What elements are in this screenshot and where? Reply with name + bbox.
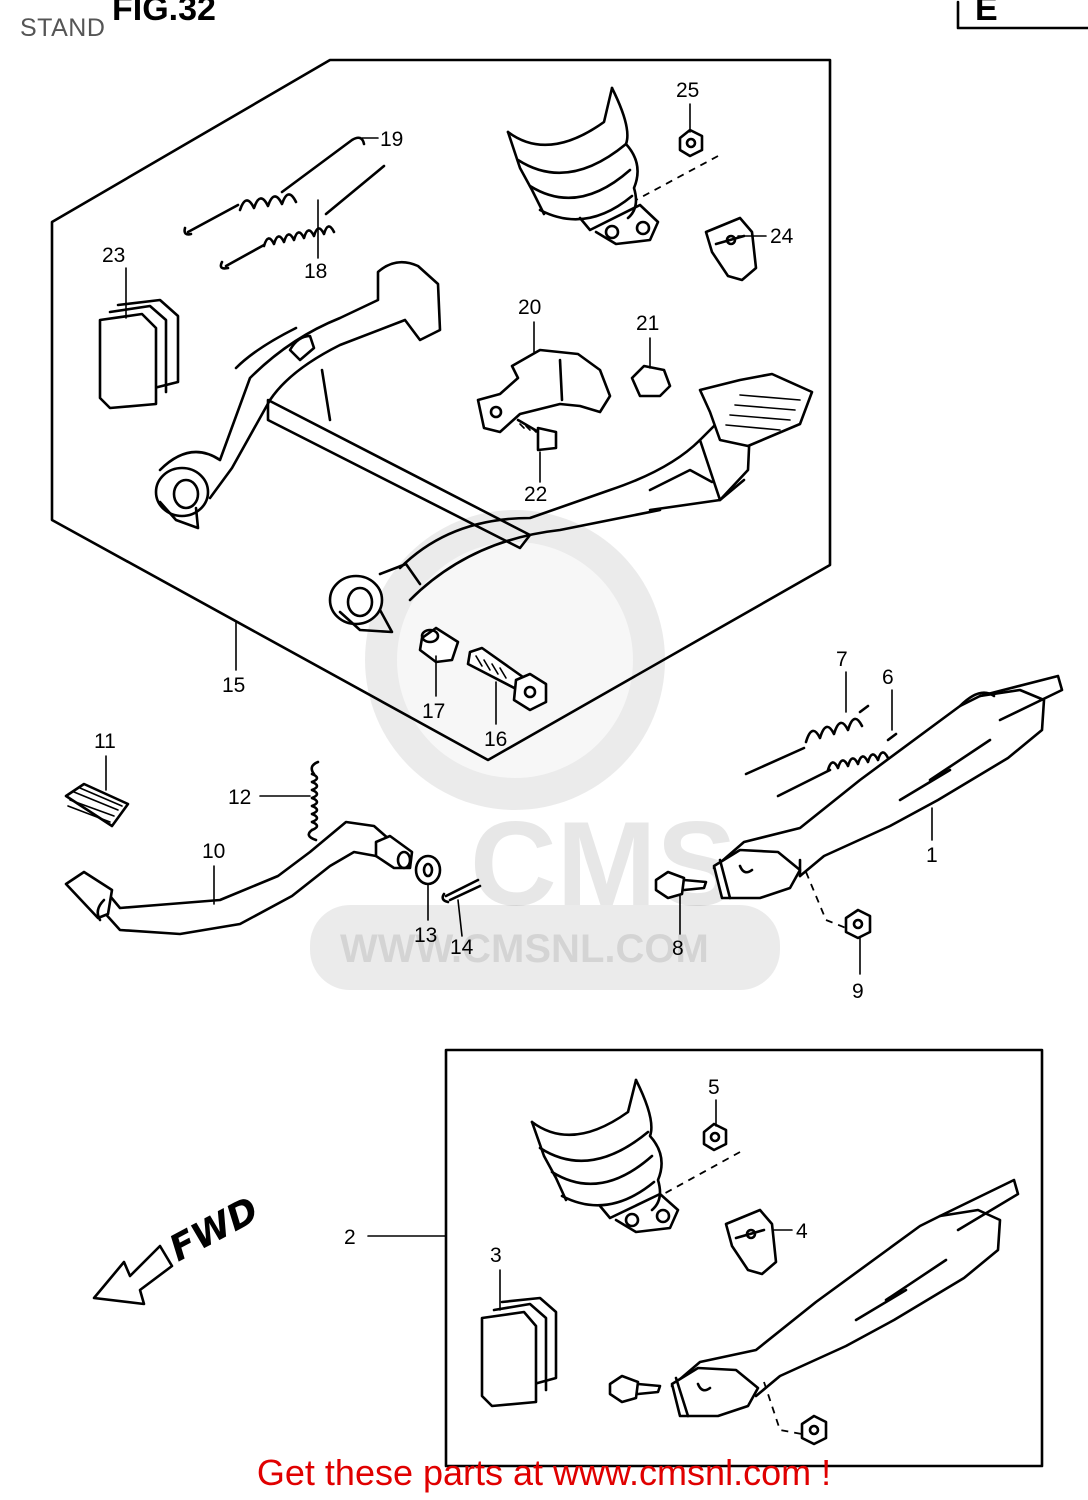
nut-5 <box>702 1122 728 1152</box>
clip-24 <box>704 216 758 282</box>
callout-4: 4 <box>796 1220 808 1243</box>
forward-arrow: FWD <box>92 1190 265 1306</box>
callout-8: 8 <box>672 937 684 960</box>
callout-2: 2 <box>344 1226 356 1249</box>
spring-18 <box>219 164 386 270</box>
leader-25-dash <box>635 155 719 201</box>
callout-23: 23 <box>102 244 125 267</box>
watermark-url: WWW.CMSNL.COM <box>340 927 709 971</box>
brake-lever-10 <box>64 820 414 936</box>
callout-6: 6 <box>882 666 894 689</box>
callout-3: 3 <box>490 1244 502 1267</box>
clip-4 <box>724 1208 778 1276</box>
side-stand-lower <box>670 1178 1020 1418</box>
callout-14: 14 <box>450 936 474 959</box>
header-code: E <box>975 0 998 28</box>
watermark-brand: CMS <box>470 797 737 931</box>
callout-5: 5 <box>708 1076 720 1099</box>
callout-7: 7 <box>836 648 848 671</box>
callout-12: 12 <box>228 786 251 809</box>
callout-9: 9 <box>852 980 864 1003</box>
callout-11: 11 <box>94 730 116 753</box>
main-stand-15 <box>154 260 814 634</box>
nut-lower <box>800 1414 828 1446</box>
spring-6 <box>776 732 898 798</box>
bolt-8 <box>654 870 708 900</box>
figure-number: FIG.32 <box>112 0 216 28</box>
callout-19: 19 <box>380 128 403 151</box>
leader-lower-nut-dash <box>763 1381 803 1435</box>
rubber-pad-23 <box>98 298 180 410</box>
spring-12 <box>307 760 320 842</box>
spring-11 <box>64 782 130 828</box>
assembly-box-2 <box>444 1048 1044 1468</box>
leader-lines <box>105 103 933 1311</box>
nut-9 <box>844 908 872 940</box>
assembly-box-15 <box>50 58 832 762</box>
bolt-22 <box>516 418 558 452</box>
callout-1: 1 <box>926 844 938 867</box>
spring-19 <box>183 136 366 236</box>
callout-13: 13 <box>414 924 437 947</box>
bolt-16 <box>466 646 548 712</box>
callout-21: 21 <box>636 312 659 335</box>
buy-parts-link[interactable]: Get these parts at www.cmsnl.com ! <box>256 1452 832 1493</box>
shock-absorber-lower <box>530 1078 680 1234</box>
watermark: CMS WWW.CMSNL.COM <box>310 510 780 990</box>
callout-10: 10 <box>202 840 225 863</box>
forward-label: FWD <box>163 1190 265 1270</box>
callout-20: 20 <box>518 296 541 319</box>
callout-17: 17 <box>422 700 445 723</box>
cotter-pin-14 <box>441 878 482 904</box>
callout-18: 18 <box>304 260 327 283</box>
callout-15: 15 <box>222 674 245 697</box>
callout-numbers: 19 18 23 25 24 20 21 22 15 17 16 7 6 1 8… <box>94 79 938 1267</box>
collar-21 <box>630 364 672 398</box>
leader-9-dash <box>805 871 847 929</box>
callout-25: 25 <box>676 79 699 102</box>
bushing-17 <box>418 626 460 664</box>
rubber-pad-3 <box>480 1296 558 1408</box>
callout-24: 24 <box>770 225 794 248</box>
callout-22: 22 <box>524 483 547 506</box>
bolt-lower <box>608 1374 662 1404</box>
leader-5-dash <box>659 1151 741 1197</box>
bracket-20 <box>476 348 612 434</box>
side-stand-1 <box>712 674 1064 900</box>
nut-25 <box>678 128 704 158</box>
header-code-box <box>956 0 1088 30</box>
spring-7 <box>744 704 870 776</box>
washer-13 <box>414 854 442 886</box>
page-title: STAND <box>20 14 106 42</box>
callout-16: 16 <box>484 728 507 751</box>
shock-absorber-upper <box>506 86 660 246</box>
